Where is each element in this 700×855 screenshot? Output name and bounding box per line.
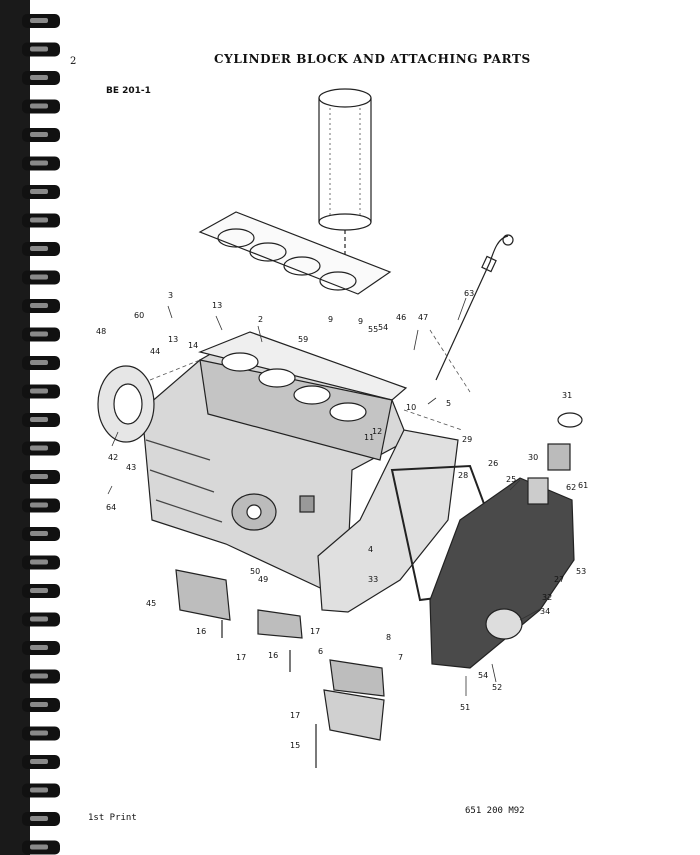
cylinder-liner: [318, 88, 372, 268]
timing-cover: [429, 477, 575, 669]
callout-46: 46: [396, 313, 406, 322]
callout-12: 12: [372, 427, 382, 436]
callout-55: 55: [368, 325, 378, 334]
callout-17: 17: [290, 711, 300, 720]
binding-ring-highlight: [30, 303, 48, 308]
callout-47: 47: [418, 313, 428, 322]
binding-ring-highlight: [30, 75, 48, 80]
callout-10: 10: [406, 403, 416, 412]
callout-62: 62: [566, 483, 576, 492]
callout-16: 16: [268, 651, 278, 660]
callout-11: 11: [364, 433, 374, 442]
callout-8: 8: [386, 633, 391, 642]
callout-63: 63: [464, 289, 474, 298]
callout-32: 32: [542, 593, 552, 602]
callout-43: 43: [126, 463, 136, 472]
binding-ring-highlight: [30, 474, 48, 479]
binding-ring-highlight: [30, 46, 48, 52]
binding-ring-highlight: [30, 531, 48, 536]
callout-13: 13: [168, 335, 178, 344]
binding-ring-highlight: [30, 588, 48, 593]
binding-ring-highlight: [30, 645, 48, 650]
binding-ring-highlight: [30, 18, 48, 23]
callout-54: 54: [478, 671, 488, 680]
binding-ring-highlight: [30, 616, 48, 622]
binding-ring-highlight: [30, 217, 48, 223]
callout-31: 31: [562, 391, 572, 400]
callout-45: 45: [146, 599, 156, 608]
page-title: CYLINDER BLOCK AND ATTACHING PARTS: [214, 52, 531, 66]
binding-ring-highlight: [30, 246, 48, 251]
binding-ring-highlight: [30, 673, 48, 679]
binding-ring-highlight: [30, 759, 48, 764]
callout-50: 50: [250, 567, 260, 576]
callout-44: 44: [150, 347, 160, 356]
binding-ring-highlight: [30, 331, 48, 337]
binding-ring-highlight: [30, 787, 48, 793]
callout-27: 27: [554, 575, 564, 584]
callout-5: 5: [446, 399, 451, 408]
binding-ring-highlight: [30, 844, 48, 850]
callout-17: 17: [310, 627, 320, 636]
callout-51: 51: [460, 703, 470, 712]
callout-26: 26: [488, 459, 498, 468]
thermostat-housing: [547, 412, 583, 471]
callout-29: 29: [462, 435, 472, 444]
binding-ring-highlight: [30, 360, 48, 365]
callout-54: 54: [378, 323, 388, 332]
callout-4: 4: [368, 545, 373, 554]
callout-7: 7: [398, 653, 403, 662]
part-number: 651 200 M92: [465, 806, 525, 816]
callout-42: 42: [108, 453, 118, 462]
bearing-caps: [175, 569, 385, 768]
binding-ring-highlight: [30, 559, 48, 565]
callout-25: 25: [506, 475, 516, 484]
callout-49: 49: [258, 575, 268, 584]
callout-14: 14: [188, 341, 198, 350]
rear-seal-housing: [97, 365, 155, 443]
dipstick: [435, 234, 514, 381]
binding-ring-highlight: [30, 502, 48, 508]
callout-15: 15: [290, 741, 300, 750]
callout-52: 52: [492, 683, 502, 692]
callout-17: 17: [236, 653, 246, 662]
callout-48: 48: [96, 327, 106, 336]
binding-ring-highlight: [30, 132, 48, 137]
binding-ring-highlight: [30, 417, 48, 422]
callout-61: 61: [578, 481, 588, 490]
callout-60: 60: [134, 311, 144, 320]
binding-ring-highlight: [30, 103, 48, 109]
callout-16: 16: [196, 627, 206, 636]
head-gasket: [198, 211, 392, 295]
binding-ring-highlight: [30, 274, 48, 280]
binding-ring-highlight: [30, 702, 48, 707]
callout-2: 2: [258, 315, 263, 324]
binding-ring-highlight: [30, 160, 48, 166]
binding-ring-highlight: [30, 730, 48, 736]
callout-13: 13: [212, 301, 222, 310]
figure-reference: BE 201-1: [106, 86, 151, 96]
binding-ring-highlight: [30, 189, 48, 194]
callout-33: 33: [368, 575, 378, 584]
binding-ring-highlight: [30, 816, 48, 821]
callout-64: 64: [106, 503, 116, 512]
callout-28: 28: [458, 471, 468, 480]
binding-ring-highlight: [30, 445, 48, 451]
callout-9: 9: [328, 315, 333, 324]
callout-3: 3: [168, 291, 173, 300]
callout-59: 59: [298, 335, 308, 344]
callout-34: 34: [540, 607, 550, 616]
callout-6: 6: [318, 647, 323, 656]
binding-ring-highlight: [30, 388, 48, 394]
print-note: 1st Print: [88, 813, 137, 823]
callout-30: 30: [528, 453, 538, 462]
callout-9: 9: [358, 317, 363, 326]
callout-53: 53: [576, 567, 586, 576]
page-number: 2: [70, 56, 77, 67]
spiral-binding: [0, 0, 60, 855]
